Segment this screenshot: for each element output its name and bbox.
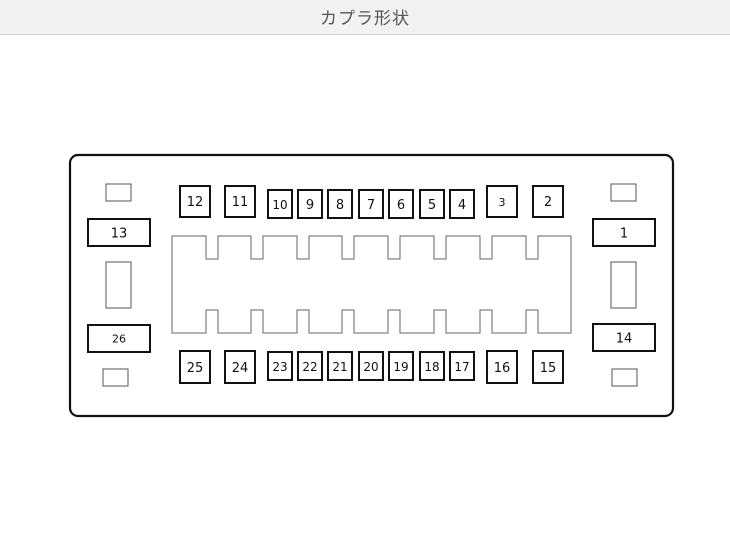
pin-label: 20 xyxy=(363,360,378,374)
pin-12: 12 xyxy=(179,185,211,218)
pin-label: 8 xyxy=(336,198,344,213)
latch-slot-top-left xyxy=(105,183,132,202)
pin-19: 19 xyxy=(388,351,414,381)
pin-20: 20 xyxy=(358,351,384,381)
pin-18: 18 xyxy=(419,351,445,381)
pin-label: 24 xyxy=(232,361,249,376)
pin-17: 17 xyxy=(449,351,475,381)
pin-2: 2 xyxy=(532,185,564,218)
pin-15: 15 xyxy=(532,350,564,384)
pin-7: 7 xyxy=(358,189,384,219)
pin-label: 22 xyxy=(302,360,317,374)
pin-label: 10 xyxy=(272,198,287,212)
pin-label: 21 xyxy=(332,360,347,374)
pin-label: 9 xyxy=(306,198,314,213)
pin-4: 4 xyxy=(449,189,475,219)
pin-label: 2 xyxy=(544,195,552,210)
latch-slot-bottom-left xyxy=(102,368,129,387)
pin-22: 22 xyxy=(297,351,323,381)
window-title: カプラ形状 xyxy=(320,8,410,29)
pin-label: 19 xyxy=(393,360,408,374)
pin-label: 16 xyxy=(494,361,511,376)
pin-label: 26 xyxy=(112,333,126,346)
latch-slot-bottom-right xyxy=(611,368,638,387)
title-bar: カプラ形状 xyxy=(0,0,730,35)
pin-5: 5 xyxy=(419,189,445,219)
pin-14: 14 xyxy=(592,323,656,352)
pin-label: 17 xyxy=(454,360,469,374)
pin-9: 9 xyxy=(297,189,323,219)
pin-16: 16 xyxy=(486,350,518,384)
pin-21: 21 xyxy=(327,351,353,381)
pin-24: 24 xyxy=(224,350,256,384)
pin-11: 11 xyxy=(224,185,256,218)
pin-label: 18 xyxy=(424,360,439,374)
pin-10: 10 xyxy=(267,189,293,219)
pin-label: 23 xyxy=(272,360,287,374)
pin-label: 5 xyxy=(428,198,436,213)
pin-25: 25 xyxy=(179,350,211,384)
pin-label: 6 xyxy=(397,198,405,213)
pin-label: 3 xyxy=(499,196,506,209)
pin-3: 3 xyxy=(486,185,518,218)
pin-label: 1 xyxy=(620,227,628,242)
key-cavity-outline xyxy=(171,235,572,334)
pin-8: 8 xyxy=(327,189,353,219)
pin-label: 7 xyxy=(367,198,375,213)
guide-slot-left xyxy=(105,261,132,309)
pin-label: 14 xyxy=(616,332,633,347)
pin-label: 11 xyxy=(232,195,249,210)
pin-label: 25 xyxy=(187,361,204,376)
pin-23: 23 xyxy=(267,351,293,381)
pin-1: 1 xyxy=(592,218,656,247)
guide-slot-right xyxy=(610,261,637,309)
pin-26: 26 xyxy=(87,324,151,353)
pin-label: 15 xyxy=(540,361,557,376)
pin-label: 12 xyxy=(187,195,204,210)
pin-label: 4 xyxy=(458,198,466,213)
pin-label: 13 xyxy=(111,227,128,242)
latch-slot-top-right xyxy=(610,183,637,202)
pin-13: 13 xyxy=(87,218,151,247)
pin-6: 6 xyxy=(388,189,414,219)
